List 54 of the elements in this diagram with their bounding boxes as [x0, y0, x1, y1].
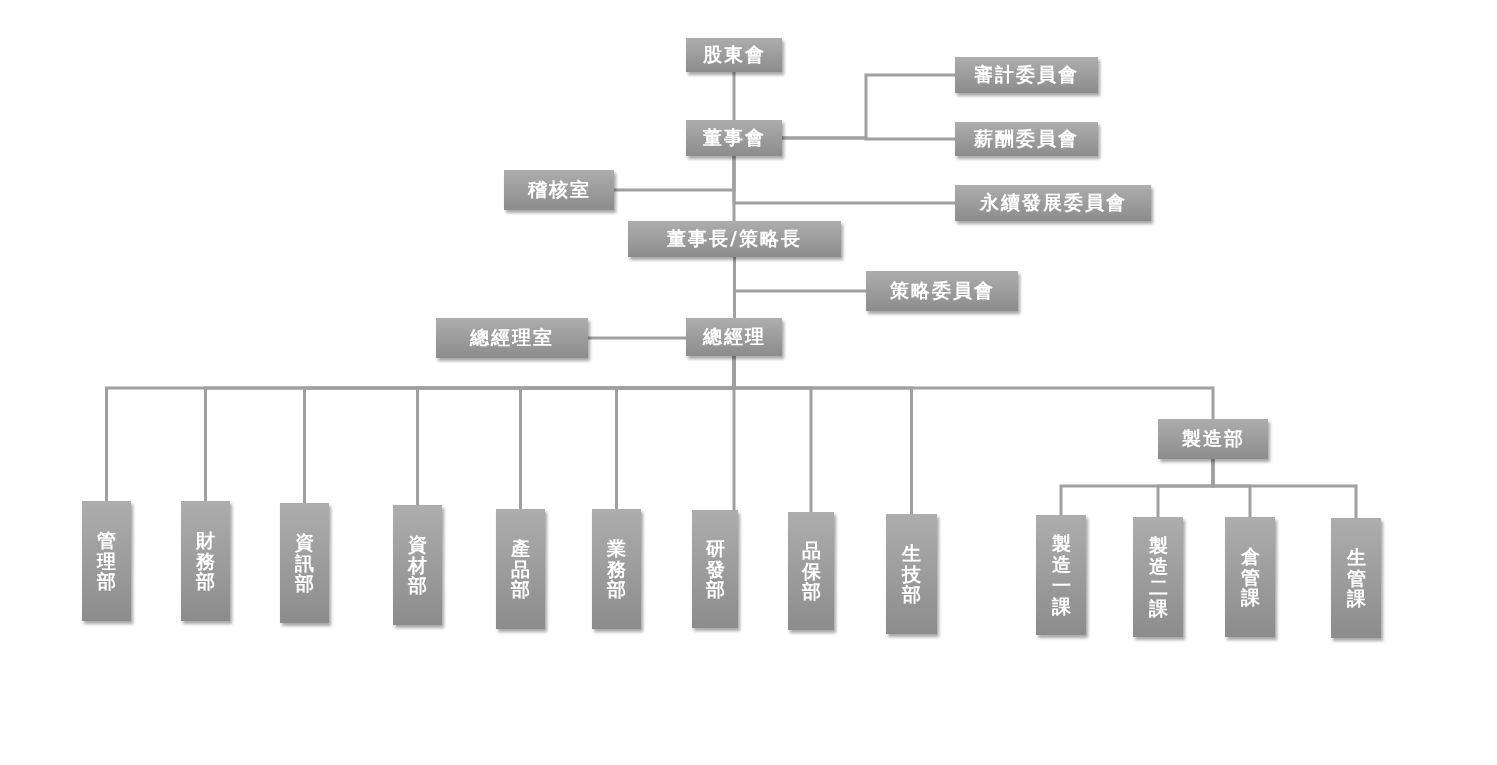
unit-name: 管理部 — [97, 529, 116, 593]
unit-name: 產品部 — [511, 537, 530, 601]
org-box — [686, 38, 782, 72]
department-box — [692, 510, 738, 628]
unit-name: 稽核室 — [527, 177, 591, 202]
unit-name: 製造一課 — [1051, 533, 1071, 617]
unit-name: 總經理 — [702, 324, 766, 349]
org-box — [1158, 419, 1268, 459]
department-box — [592, 509, 641, 629]
unit-name: 資材部 — [408, 533, 427, 597]
org-box — [686, 318, 782, 356]
unit-name: 股東會 — [702, 42, 766, 67]
unit-name: 財務部 — [196, 529, 215, 593]
unit-name: 董事會 — [702, 125, 766, 150]
unit-name: 審計委員會 — [974, 62, 1079, 87]
department-box — [886, 514, 937, 634]
unit-name: 總經理室 — [470, 325, 554, 350]
unit-name: 品保部 — [801, 539, 821, 603]
org-box — [436, 318, 588, 358]
org-box — [955, 185, 1151, 221]
department-box — [1331, 518, 1381, 638]
department-box — [280, 503, 329, 623]
org-box — [955, 57, 1098, 93]
unit-name: 資訊部 — [295, 531, 314, 595]
connector-line — [1211, 459, 1358, 518]
department-box — [181, 501, 230, 621]
department-box — [496, 509, 545, 629]
connector-line — [732, 72, 736, 120]
connector-line — [782, 136, 955, 141]
unit-name: 製造部 — [1181, 426, 1245, 451]
unit-name: 製造二課 — [1148, 535, 1168, 619]
unit-name: 倉管課 — [1240, 545, 1260, 609]
department-box — [788, 512, 834, 630]
department-box — [1225, 517, 1275, 637]
unit-name: 業務部 — [607, 537, 626, 601]
connector-line — [588, 336, 686, 340]
department-box — [1133, 517, 1183, 637]
unit-name: 生管課 — [1346, 546, 1366, 610]
department-box — [82, 501, 131, 621]
connector-line — [733, 257, 736, 318]
unit-name: 生技部 — [902, 542, 921, 606]
unit-name: 研發部 — [705, 537, 725, 601]
org-box — [686, 120, 782, 156]
org-box — [866, 271, 1018, 311]
unit-name: 永續發展委員會 — [979, 190, 1127, 215]
connector-line — [732, 156, 736, 221]
org-box — [955, 122, 1098, 156]
unit-name: 薪酬委員會 — [974, 126, 1079, 151]
org-box — [628, 221, 841, 257]
org-box — [504, 170, 614, 210]
unit-name: 策略委員會 — [889, 278, 995, 303]
department-box — [1036, 515, 1086, 635]
unit-name: 董事長/策略長 — [667, 226, 802, 251]
department-box — [393, 505, 442, 625]
